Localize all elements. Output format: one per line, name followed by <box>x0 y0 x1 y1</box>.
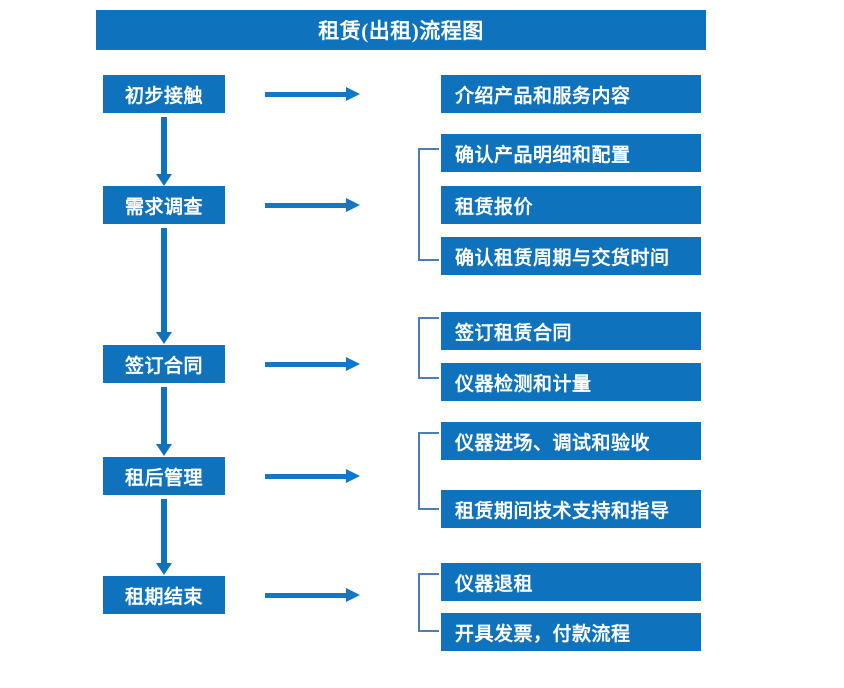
arrow-head <box>156 174 172 186</box>
detail-box[interactable]: 开具发票，付款流程 <box>441 613 701 651</box>
arrow-head <box>346 357 360 371</box>
flowchart-title: 租赁(出租)流程图 <box>96 10 706 50</box>
group-bracket <box>418 432 439 510</box>
right-arrow-icon <box>265 357 360 371</box>
arrow-head <box>346 198 360 212</box>
arrow-head <box>156 444 172 456</box>
down-arrow-icon <box>156 499 172 575</box>
detail-box[interactable]: 确认租赁周期与交货时间 <box>441 237 701 275</box>
right-arrow-icon <box>265 588 360 602</box>
right-arrow-icon <box>265 469 360 483</box>
arrow-head <box>156 563 172 575</box>
arrow-head <box>346 588 360 602</box>
down-arrow-icon <box>156 228 172 344</box>
down-arrow-icon <box>156 387 172 456</box>
detail-box[interactable]: 介绍产品和服务内容 <box>441 75 701 113</box>
stage-box[interactable]: 初步接触 <box>103 75 225 113</box>
detail-box[interactable]: 租赁期间技术支持和指导 <box>441 490 701 528</box>
arrow-head <box>156 332 172 344</box>
group-bracket <box>418 317 439 379</box>
arrow-head <box>346 87 360 101</box>
right-arrow-icon <box>265 198 360 212</box>
stage-box[interactable]: 租后管理 <box>103 457 225 495</box>
stage-box[interactable]: 需求调查 <box>103 186 225 224</box>
detail-box[interactable]: 仪器退租 <box>441 563 701 601</box>
arrow-head <box>346 469 360 483</box>
group-bracket <box>418 148 439 261</box>
group-bracket <box>418 573 439 632</box>
down-arrow-icon <box>156 117 172 186</box>
stage-box[interactable]: 租期结束 <box>103 576 225 614</box>
detail-box[interactable]: 签订租赁合同 <box>441 312 701 350</box>
right-arrow-icon <box>265 87 360 101</box>
stage-box[interactable]: 签订合同 <box>103 345 225 383</box>
detail-box[interactable]: 仪器进场、调试和验收 <box>441 422 701 460</box>
detail-box[interactable]: 仪器检测和计量 <box>441 363 701 401</box>
detail-box[interactable]: 租赁报价 <box>441 186 701 224</box>
detail-box[interactable]: 确认产品明细和配置 <box>441 134 701 172</box>
